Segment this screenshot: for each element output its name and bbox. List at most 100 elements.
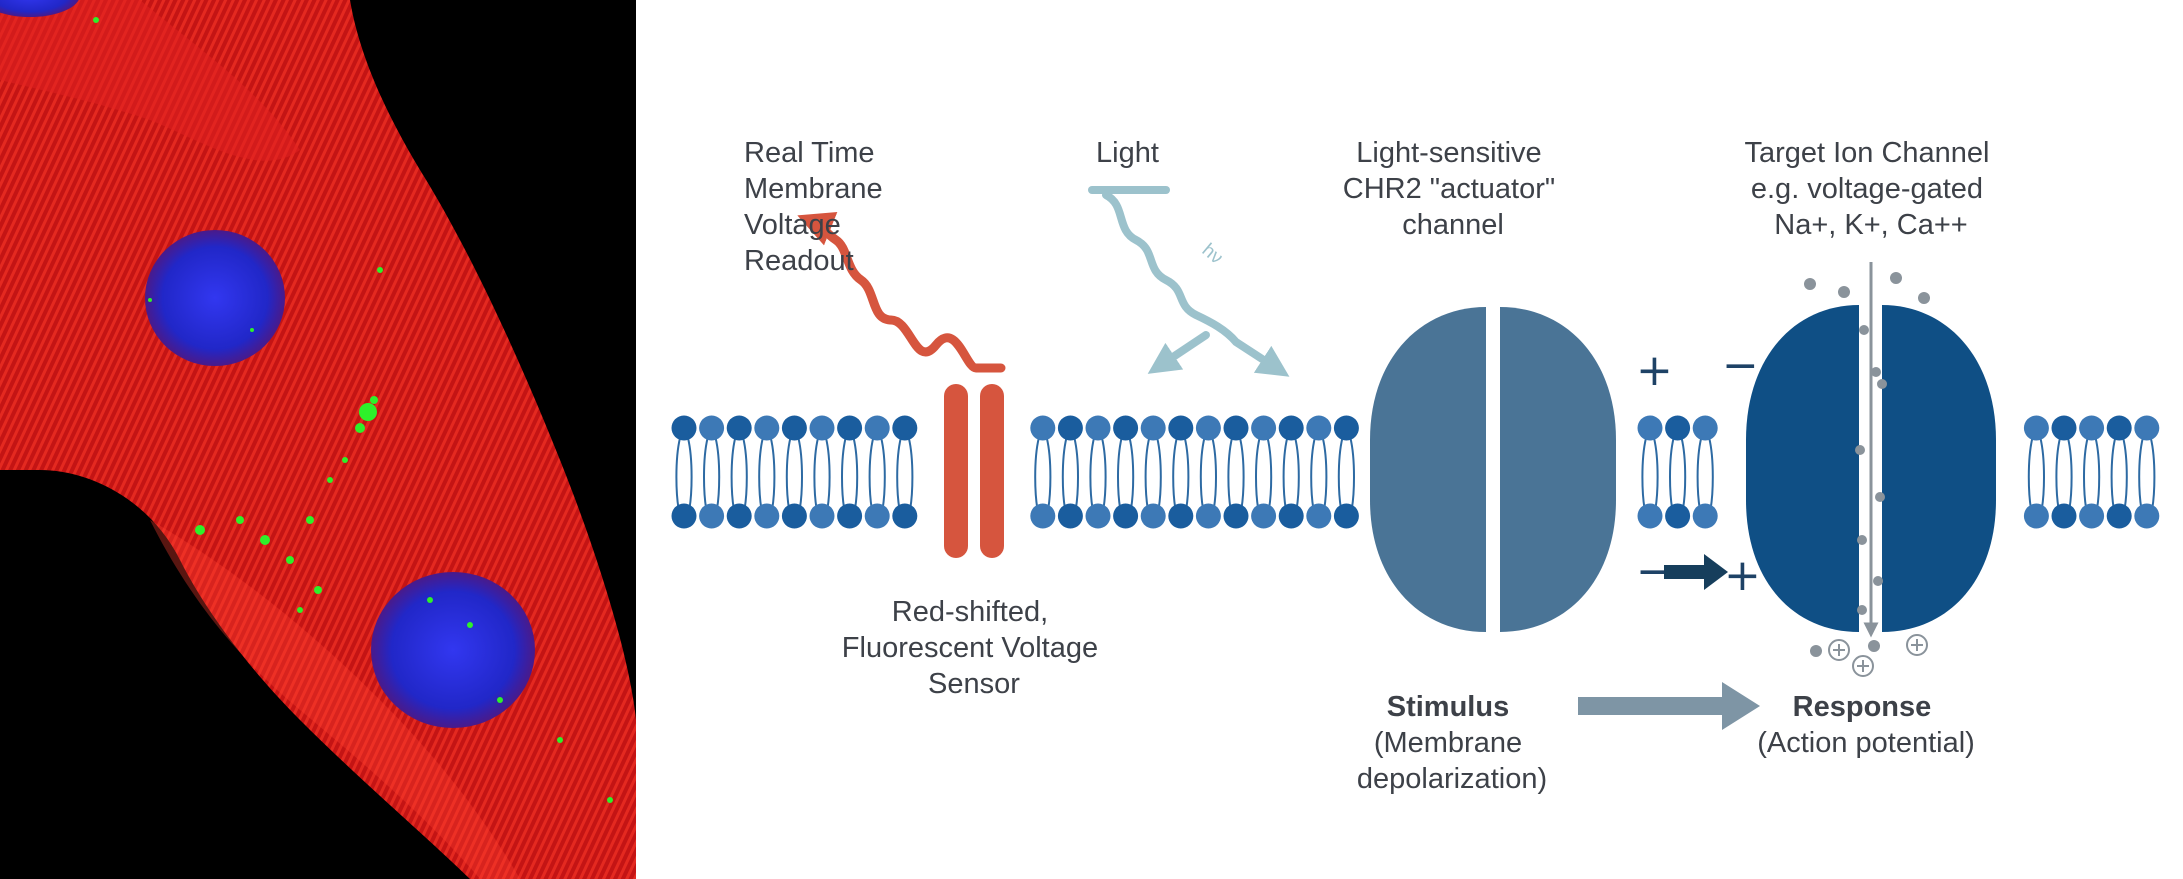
lipid-head	[1057, 503, 1083, 529]
lipid-tail	[2039, 437, 2045, 517]
lipid-tail	[1669, 437, 1675, 517]
lipid-head	[1140, 415, 1166, 441]
nucleus	[145, 230, 285, 366]
lipid-head	[1665, 503, 1691, 529]
ion-flow	[1804, 262, 1930, 657]
lipid-tail	[1680, 437, 1687, 517]
photon-energy-label: hν	[1198, 240, 1227, 269]
lipid-head	[1637, 503, 1663, 529]
lipid-tail	[1172, 437, 1178, 517]
lipid-tail	[1061, 437, 1068, 517]
lipid-tail	[687, 437, 693, 517]
lipid-head	[809, 503, 835, 529]
target-ion-channel	[1746, 305, 1996, 632]
lipid-tail	[769, 437, 776, 517]
lipid-tail	[1282, 437, 1289, 517]
lipid-tail	[1089, 437, 1095, 517]
stimulus-to-response-arrow	[1578, 682, 1760, 730]
lipid-head	[1333, 503, 1359, 529]
fluorescence-emission-wave	[797, 211, 1006, 373]
lipid-head	[864, 503, 890, 529]
lipid-tail	[675, 437, 681, 517]
lipid-tail	[2138, 437, 2144, 517]
lipid-tail	[2149, 437, 2156, 517]
lipid-tail	[1156, 437, 1162, 517]
lipid-head	[1223, 503, 1249, 529]
lipid-tail	[1034, 437, 1040, 517]
lipid-tail	[2027, 437, 2034, 517]
lipid-tail	[852, 437, 859, 517]
lipid-tail	[1101, 437, 1107, 517]
lipid-tail	[1696, 437, 1703, 517]
lipid-tail	[1653, 437, 1659, 517]
lipid-tail	[841, 437, 847, 517]
cation-icon	[1828, 639, 1850, 661]
lipid-tail	[1641, 437, 1647, 517]
lipid-bilayer	[671, 415, 2160, 529]
lipid-head	[1306, 503, 1332, 529]
lipid-tail	[880, 437, 886, 517]
lipid-tail	[907, 437, 914, 517]
lipid-head	[754, 415, 780, 441]
target-label: Target Ion Channel e.g. voltage-gated Na…	[1744, 137, 1997, 241]
plus-sign: +	[1636, 345, 1673, 396]
lipid-head	[1333, 415, 1359, 441]
lipid-head	[1692, 415, 1718, 441]
lipid-head	[1140, 503, 1166, 529]
lipid-tail	[2067, 437, 2073, 517]
lipid-tail	[1199, 437, 1206, 517]
lipid-head	[1195, 415, 1221, 441]
lipid-tail	[1349, 437, 1355, 517]
lipid-head	[2079, 415, 2105, 441]
lipid-head	[1251, 415, 1277, 441]
lipid-tail	[1183, 437, 1190, 517]
lipid-head	[781, 503, 807, 529]
nucleus	[371, 572, 535, 728]
membrane-diagram: hν + − − + Real Time Membrane Voltage Re…	[671, 137, 2160, 795]
cation-icon	[1906, 634, 1928, 656]
light-label: Light	[1096, 137, 1159, 169]
lipid-head	[1113, 503, 1139, 529]
lipid-head	[671, 503, 697, 529]
lipid-tail	[1239, 437, 1245, 517]
lipid-tail	[1708, 437, 1714, 517]
lipid-head	[1251, 503, 1277, 529]
lipid-head	[2134, 415, 2160, 441]
lipid-head	[781, 415, 807, 441]
nucleus	[0, 0, 79, 17]
lipid-tail	[1227, 437, 1233, 517]
lipid-head	[2106, 503, 2132, 529]
lipid-head	[1030, 415, 1056, 441]
lipid-tail	[2094, 437, 2101, 517]
lipid-head	[1030, 503, 1056, 529]
lipid-tail	[2122, 437, 2128, 517]
lipid-head	[699, 415, 725, 441]
lipid-tail	[742, 437, 748, 517]
lipid-head	[2134, 503, 2160, 529]
actuator-label: Light-sensitive CHR2 "actuator" channel	[1343, 137, 1563, 241]
lipid-head	[1665, 415, 1691, 441]
plus-sign: +	[1724, 550, 1761, 601]
lipid-tail	[703, 437, 709, 517]
minus-sign: −	[1722, 340, 1759, 391]
lipid-head	[1692, 503, 1718, 529]
lipid-head	[1085, 415, 1111, 441]
cation-icon	[1852, 655, 1874, 677]
lipid-head	[2106, 415, 2132, 441]
lipid-tail	[758, 437, 764, 517]
lipid-tail	[1310, 437, 1316, 517]
green-puncta	[93, 17, 613, 803]
lipid-head	[1637, 415, 1663, 441]
lipid-head	[2023, 415, 2049, 441]
lipid-tail	[1117, 437, 1123, 517]
lipid-tail	[1255, 437, 1261, 517]
lipid-tail	[825, 437, 831, 517]
lipid-head	[892, 415, 918, 441]
lipid-head	[1306, 415, 1332, 441]
lipid-tail	[785, 437, 792, 517]
lipid-head	[2051, 503, 2077, 529]
lipid-head	[837, 503, 863, 529]
lipid-tail	[1211, 437, 1217, 517]
stimulus-label: Stimulus (Membrane depolarization)	[1357, 691, 1547, 795]
lipid-head	[837, 415, 863, 441]
